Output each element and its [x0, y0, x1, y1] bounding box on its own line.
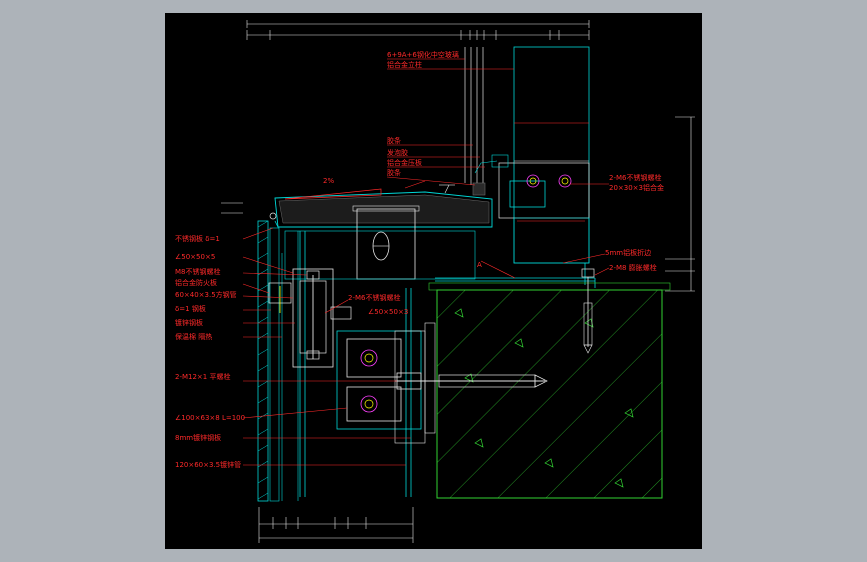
slope-arrow — [284, 188, 382, 200]
annotation-labels: 2% 6+9A+6钢化中空玻璃 铝合金立柱 胶条 发泡胶 铝合金压板 胶条 不锈… — [175, 50, 664, 469]
label-galvanized-sheet: 镀锌钢板 — [175, 318, 203, 327]
label-foam: 发泡胶 — [387, 148, 408, 157]
label-pressure-plate: 铝合金压板 — [387, 158, 422, 167]
label-steel-sheet: δ=1 钢板 — [175, 304, 206, 313]
concrete-slab — [424, 282, 671, 499]
label-alu-plate-fold: 5mm铝板折边 — [605, 248, 651, 257]
label-galvanized-tube: 120×60×3.5镀锌管 — [175, 460, 241, 469]
right-dimension-chain — [665, 116, 695, 292]
level-marker — [221, 184, 455, 214]
label-m8-expansion-bolt: 2-M8 膨胀螺栓 — [609, 263, 657, 272]
cad-drawing-sheet: 2% 6+9A+6钢化中空玻璃 铝合金立柱 胶条 发泡胶 铝合金压板 胶条 不锈… — [165, 13, 702, 549]
label-mullion: 铝合金立柱 — [387, 60, 422, 69]
label-m8-bolt: M8不锈钢螺栓 — [175, 267, 221, 276]
embedded-steel-plate — [336, 330, 548, 444]
label-m6-bolt-right: 2-M6不锈钢螺栓 — [609, 173, 661, 182]
label-m12-bolt: 2-M12×1 平螺栓 — [175, 372, 230, 381]
marker-a: A — [477, 261, 482, 269]
top-dimension-chain — [246, 20, 590, 40]
label-m6-bolt-mid: 2-M6不锈钢螺栓 — [348, 293, 400, 302]
aluminum-sill-plate — [435, 263, 596, 288]
label-fire-board: 铝合金防火板 — [175, 278, 217, 287]
left-wall-section — [257, 220, 299, 502]
left-clamp-assembly — [268, 268, 352, 368]
label-glass: 6+9A+6钢化中空玻璃 — [387, 50, 459, 59]
label-gasket-1: 胶条 — [387, 136, 401, 145]
annotation-leaders — [242, 58, 610, 466]
label-gasket-2: 胶条 — [387, 168, 401, 177]
bottom-dimension-chain — [258, 507, 414, 543]
coping-bracket — [284, 205, 476, 280]
label-alu-20x30: 20×30×3铝合金 — [609, 183, 664, 192]
label-angle-100x63x8: ∠100×63×8 L=100 — [175, 414, 245, 422]
label-stainless-plate: 不锈钢板 δ=1 — [175, 234, 220, 243]
curtain-wall-section-drawing: 2% 6+9A+6钢化中空玻璃 铝合金立柱 胶条 发泡胶 铝合金压板 胶条 不锈… — [175, 20, 695, 543]
label-8mm-plate: 8mm镀锌钢板 — [175, 433, 221, 442]
label-square-tube: 60×40×3.5方钢管 — [175, 290, 237, 299]
label-angle-50x50x5: ∠50×50×5 — [175, 253, 215, 261]
glass-mullion-assembly — [464, 46, 590, 264]
vertical-steel-tube — [299, 231, 412, 497]
slope-label: 2% — [323, 177, 334, 185]
vertical-expansion-bolt — [581, 268, 595, 354]
label-angle-50x50x3: ∠50×50×3 — [368, 308, 408, 316]
label-insulation: 保温棉 隔热 — [175, 332, 212, 341]
